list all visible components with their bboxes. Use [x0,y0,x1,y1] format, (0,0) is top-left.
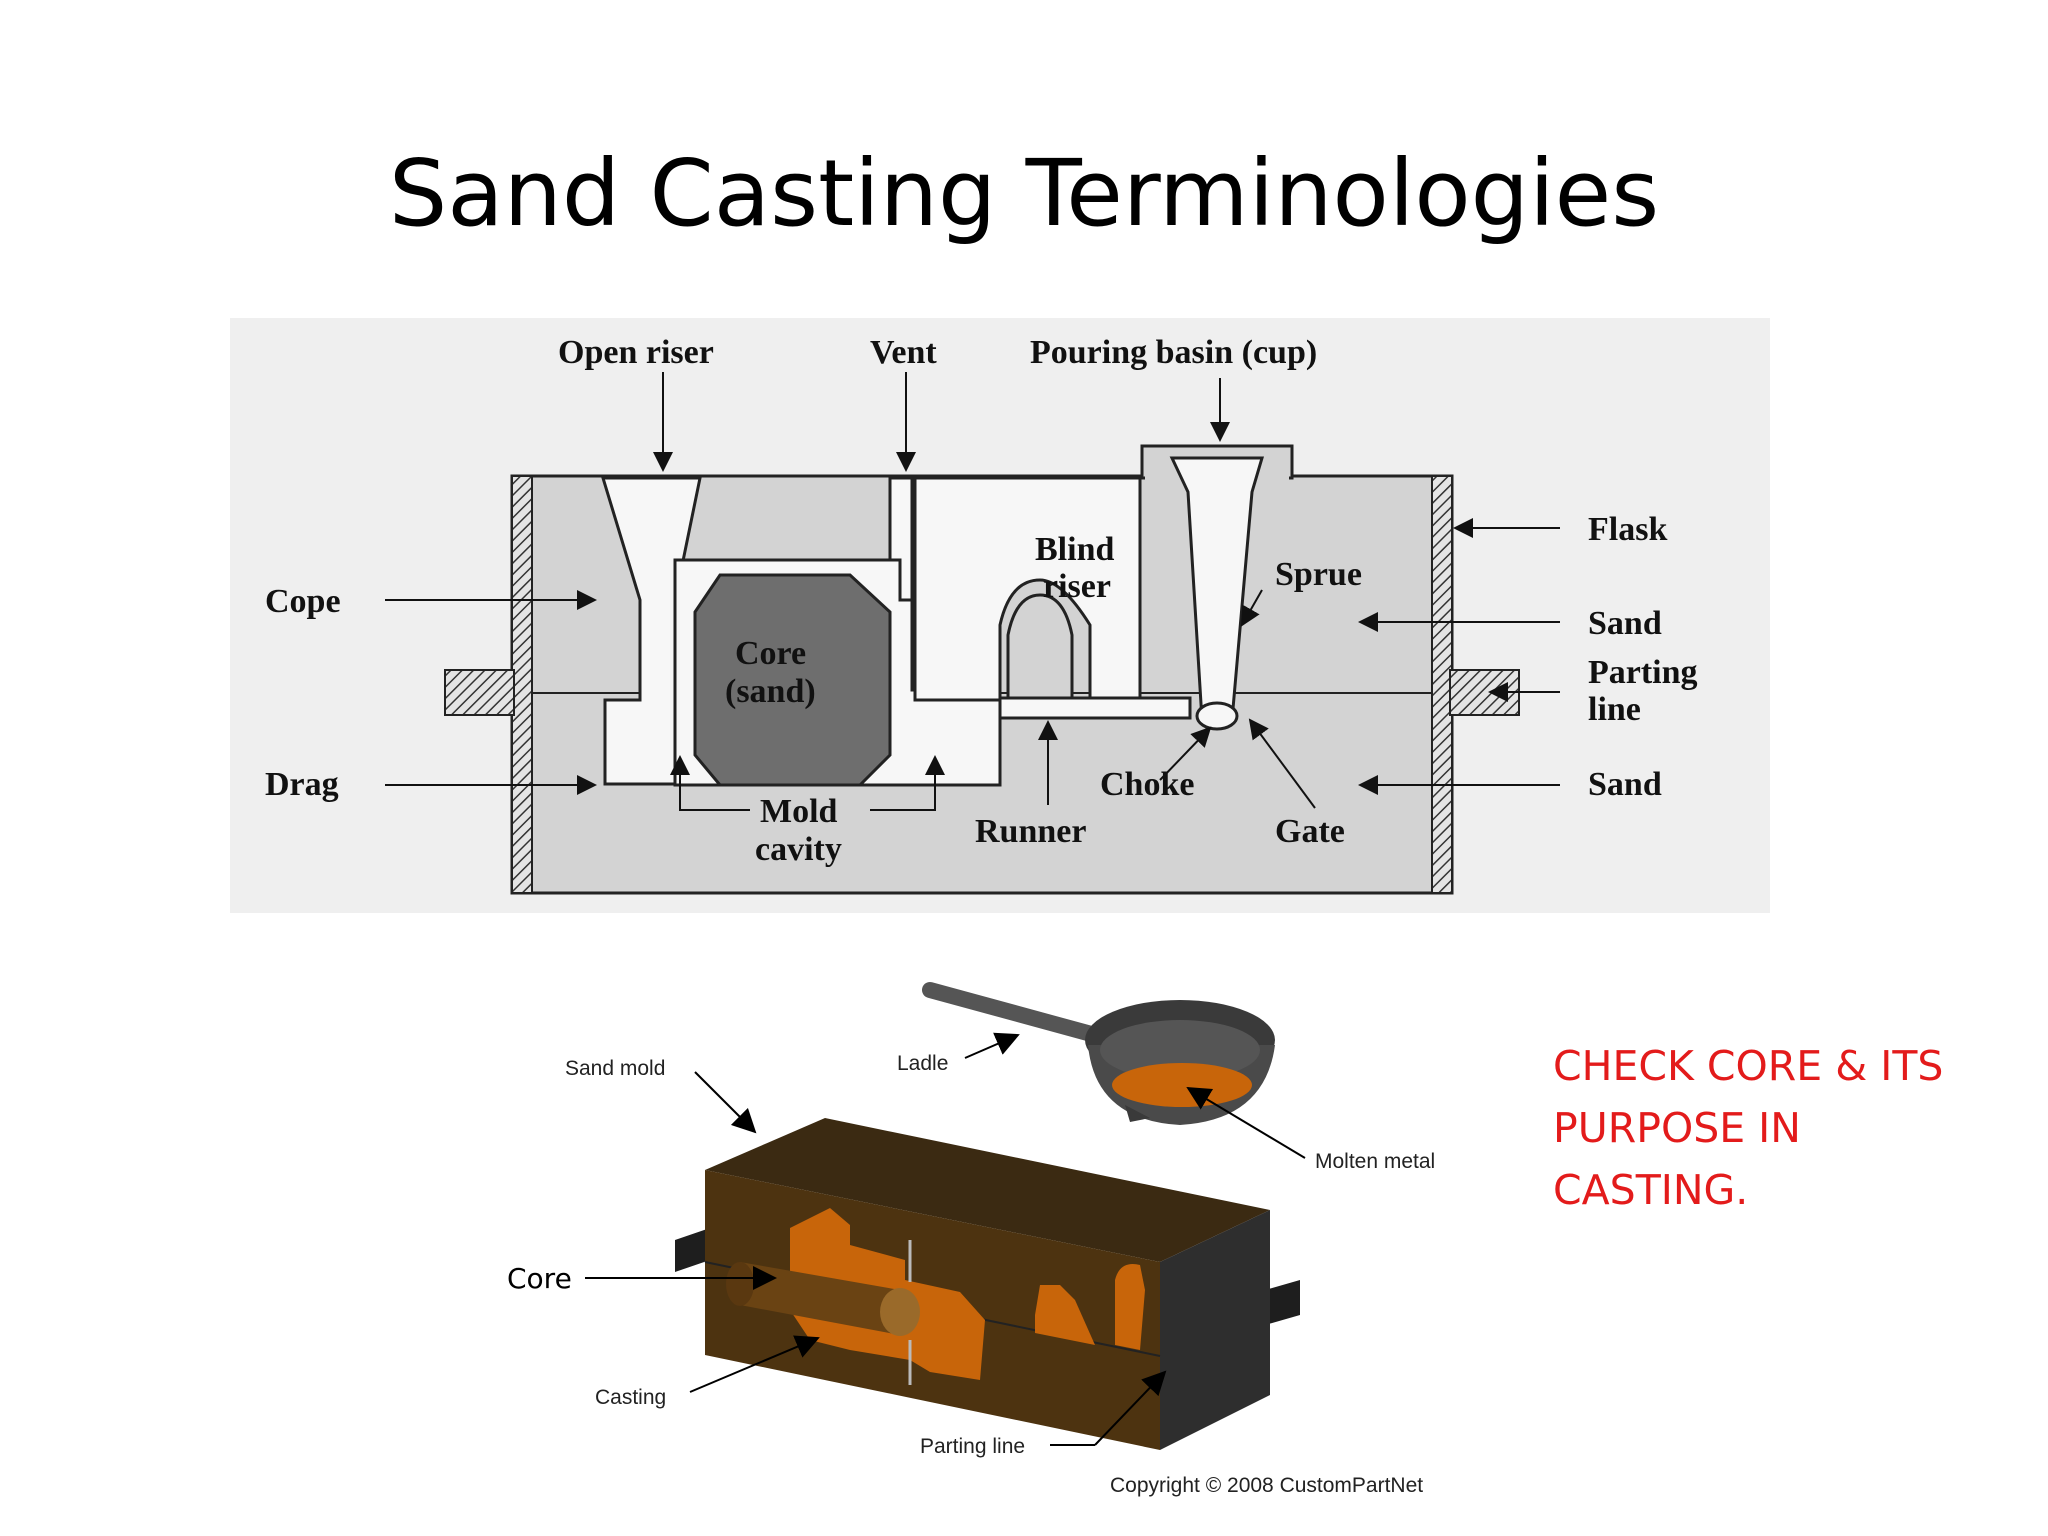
blind-riser-cavity [913,476,1142,702]
label-sand-bottom: Sand [1588,766,1662,803]
label-vent: Vent [870,334,937,371]
note-line-3: CASTING. [1553,1166,1749,1214]
label-sand-mold: Sand mold [565,1057,665,1080]
core-sand [693,573,892,787]
label-molten-metal: Molten metal [1315,1150,1435,1173]
label-core-sand: (sand) [725,673,816,710]
blind-riser [1006,593,1074,702]
label-drag: Drag [265,766,339,803]
label-parting-line: line [1588,691,1641,728]
label-cavity: cavity [755,831,842,868]
label-ladle: Ladle [897,1052,948,1075]
label-pouring-basin: Pouring basin (cup) [1030,334,1317,371]
label-sprue: Sprue [1275,556,1362,593]
riser-shape [1035,1285,1095,1345]
sand-mold-3d-illustration: Sand mold Ladle Molten metal Core Castin… [507,982,1435,1497]
mold-top-face [705,1118,1270,1262]
runner [998,696,1192,720]
label-cope: Cope [265,583,341,620]
label-open-riser: Open riser [558,334,714,371]
slide-title: Sand Casting Terminologies [388,140,1660,247]
label-choke: Choke [1100,766,1194,803]
open-riser [600,476,702,786]
label-runner: Runner [975,813,1086,850]
flange-3d-left [675,1228,710,1272]
flange-left [444,669,515,716]
label-core: Core [735,635,806,672]
note-line-2: PURPOSE IN [1553,1104,1801,1152]
label-copyright: Copyright © 2008 CustomPartNet [1110,1474,1423,1497]
choke-well [1195,701,1239,731]
label-sand-top: Sand [1588,605,1662,642]
label-parting: Parting [1588,654,1698,691]
flange-3d-right [1265,1280,1300,1325]
note-line-1: CHECK CORE & ITS [1553,1042,1944,1090]
label-flask: Flask [1588,511,1667,548]
red-note: CHECK CORE & ITS PURPOSE IN CASTING. [1553,1035,2013,1221]
mold-end-face [1160,1210,1270,1450]
label-gate: Gate [1275,813,1345,850]
label-riser: riser [1043,568,1111,605]
label-core-3d: Core [507,1262,572,1295]
label-blind: Blind [1035,531,1114,568]
label-parting-line-3d: Parting line [920,1435,1025,1458]
core-end [880,1288,920,1336]
label-casting: Casting [595,1386,666,1409]
core-cylinder [740,1262,900,1335]
sand-mold-cross-section: Open riser Vent Pouring basin (cup) Flas… [230,318,1770,913]
label-mold: Mold [760,793,838,830]
ladle-handle [922,982,1103,1043]
sprue-shape [1115,1264,1145,1350]
molten-metal-pool [1112,1063,1252,1107]
